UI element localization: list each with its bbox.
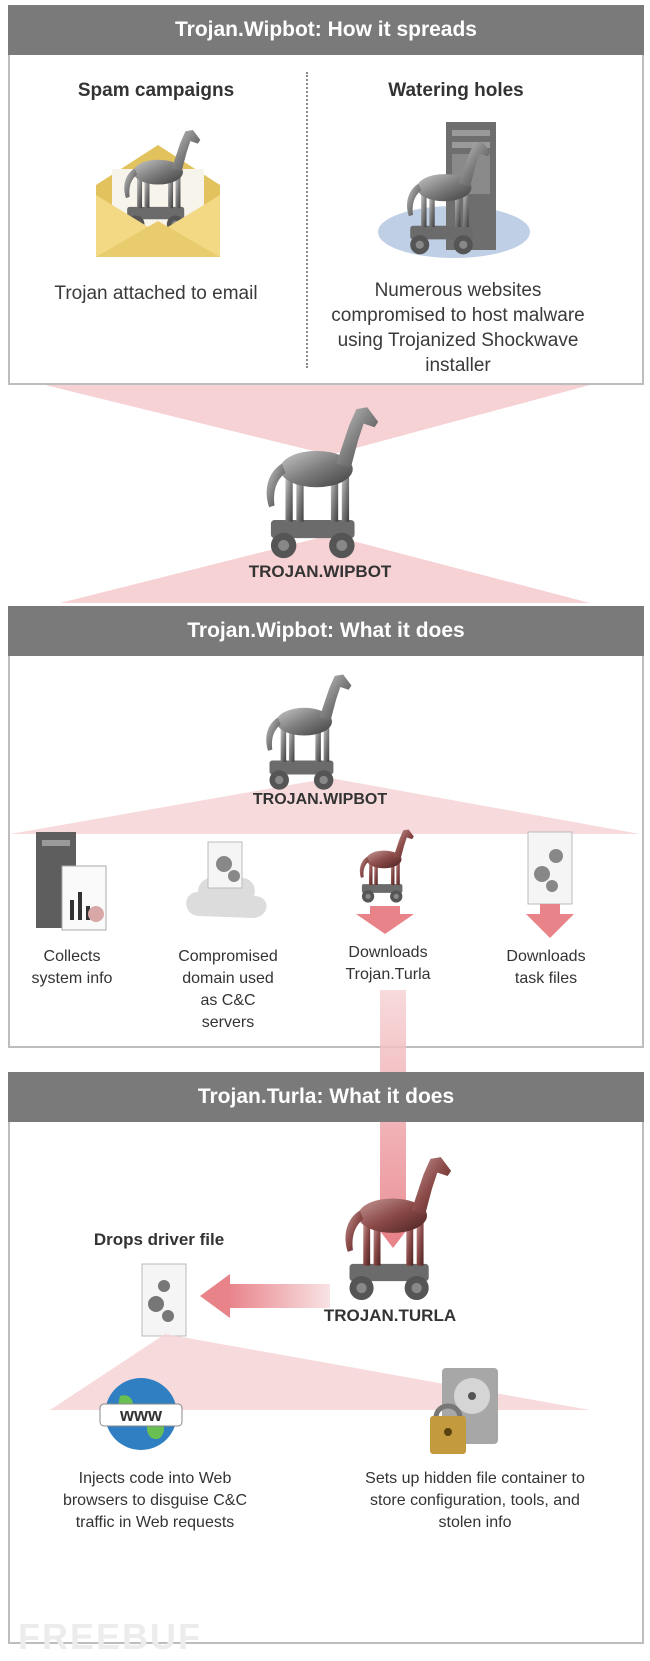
section-header-spread: Trojan.Wipbot: How it spreads [8,5,644,55]
drop-arrow-left [200,1274,330,1318]
watering-holes-title: Watering holes [388,80,524,101]
wipbot-small-horse [257,668,357,792]
turla-label: TROJAN.TURLA [323,1306,457,1325]
panel-turla [8,1122,644,1644]
hidden-container-icon [426,1366,502,1460]
section-title: Trojan.Turla: What it does [197,1085,455,1108]
spam-campaigns-title: Spam campaigns [77,80,235,101]
column-divider [306,72,308,368]
driver-file-icon [140,1262,190,1340]
item-compromised: Compromised domain used as C&C servers [178,948,278,1031]
task-files-icon [522,830,578,940]
item-collects: Collects system info [31,948,113,987]
www-text: www [119,1405,163,1425]
section-header-turla: Trojan.Turla: What it does [8,1072,644,1122]
spread-funnel [0,385,650,605]
cloud-server-icon [180,836,272,928]
turla-horse [334,1148,458,1304]
wipbot-center-label: TROJAN.WIPBOT [248,562,392,581]
section-title: Trojan.Wipbot: How it spreads [175,18,477,41]
section-header-wipbot: Trojan.Wipbot: What it does [8,606,644,656]
watering-caption: Numerous websites compromised to host ma… [331,280,585,376]
system-info-icon [34,830,110,934]
panel-wipbot [8,656,644,1048]
drops-driver-title: Drops driver file [93,1230,225,1249]
freebuf-watermark: FREEBUF [18,1616,202,1657]
container-caption: Sets up hidden file container to store c… [365,1470,585,1531]
panel-spread [8,55,644,385]
turla-download-icon [350,826,420,936]
section-title: Trojan.Wipbot: What it does [187,619,465,642]
server-trojan-icon [372,118,538,268]
trojan-wipbot-horse [248,400,392,560]
wipbot-label: TROJAN.WIPBOT [252,791,388,808]
item-downloads-turla: Downloads Trojan.Turla [345,944,431,983]
inject-caption: Injects code into Web browsers to disgui… [62,1470,248,1531]
www-globe-icon: www [98,1376,184,1452]
item-downloads-task: Downloads task files [506,948,586,987]
email-envelope-icon [92,125,224,263]
wipbot-fan [10,778,640,838]
spam-caption: Trojan attached to email [54,283,258,304]
